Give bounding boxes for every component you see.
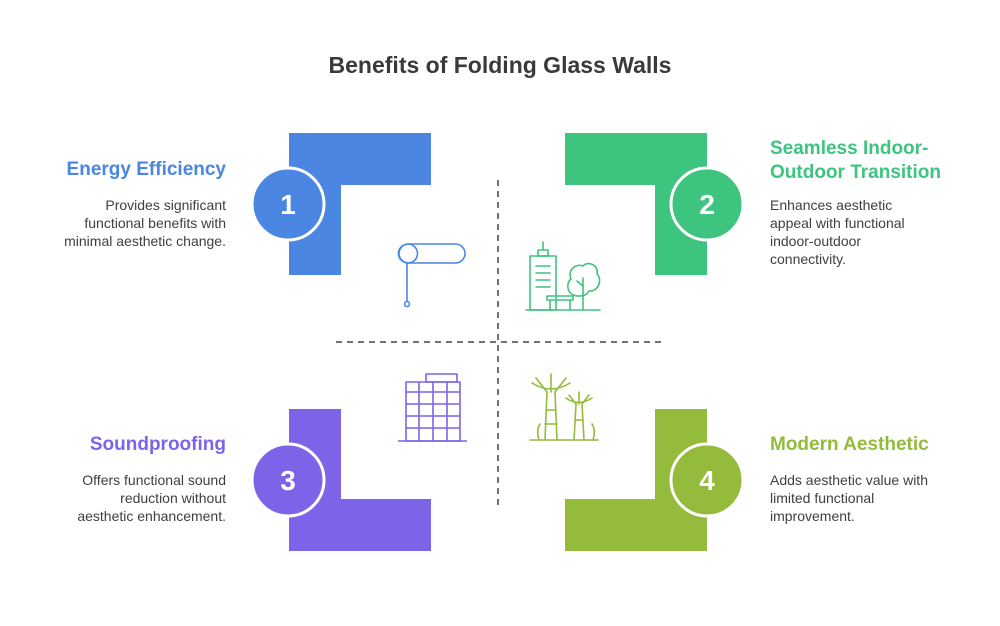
- thermometer-icon: [397, 243, 466, 308]
- badge-2-number: 2: [699, 189, 715, 220]
- badge-1: 1: [250, 166, 326, 242]
- quadrant-3-description-line: aesthetic enhancement.: [77, 508, 226, 524]
- quadrant-1-shape: [289, 133, 431, 275]
- building-tree-icon: [525, 241, 601, 311]
- quadrant-2-heading-line: Outdoor Transition: [770, 162, 941, 183]
- quadrant-2-description-line: connectivity.: [770, 251, 846, 267]
- quadrant-1-description-line: functional benefits with: [84, 215, 226, 231]
- supertrees-icon: [529, 373, 599, 441]
- quadrant-4-shape: [565, 409, 707, 551]
- quadrant-2-description: Enhances aesthetic appeal with functiona…: [770, 196, 990, 268]
- quadrant-3-description-line: Offers functional sound: [82, 472, 226, 488]
- quadrant-2-heading-line: Seamless Indoor-: [770, 138, 929, 159]
- office-building-icon: [398, 373, 467, 442]
- quadrant-2-description-line: appeal with functional: [770, 215, 905, 231]
- quadrant-3-shape: [289, 409, 431, 551]
- quadrant-2-shape: [565, 133, 707, 275]
- page-title: Benefits of Folding Glass Walls: [328, 52, 672, 78]
- quadrant-4-description-line: Adds aesthetic value with: [770, 472, 928, 488]
- quadrant-2-description-line: Enhances aesthetic: [770, 197, 893, 213]
- quadrant-3-description: Offers functional sound reduction withou…: [20, 471, 226, 525]
- quadrant-2-heading: Seamless Indoor- Outdoor Transition: [770, 137, 990, 185]
- quadrant-3-heading: Soundproofing: [89, 434, 226, 455]
- quadrant-1-description-line: Provides significant: [105, 197, 226, 213]
- badge-1-number: 1: [280, 189, 296, 220]
- quadrant-4-heading: Modern Aesthetic: [770, 434, 929, 455]
- badge-2: 2: [669, 166, 745, 242]
- quadrant-3-description-line: reduction without: [120, 490, 226, 506]
- quadrant-4-description-line: improvement.: [770, 508, 855, 524]
- quadrant-1-heading: Energy Efficiency: [66, 159, 226, 180]
- badge-4-number: 4: [699, 465, 715, 496]
- quadrant-1-description: Provides significant functional benefits…: [20, 196, 226, 250]
- quadrant-4-description: Adds aesthetic value with limited functi…: [770, 471, 990, 525]
- quadrant-4-description-line: limited functional: [770, 490, 875, 506]
- quadrant-1-description-line: minimal aesthetic change.: [64, 233, 226, 249]
- badge-4: 4: [669, 442, 745, 518]
- badge-3: 3: [250, 442, 326, 518]
- badge-3-number: 3: [280, 465, 296, 496]
- quadrant-2-description-line: indoor-outdoor: [770, 233, 862, 249]
